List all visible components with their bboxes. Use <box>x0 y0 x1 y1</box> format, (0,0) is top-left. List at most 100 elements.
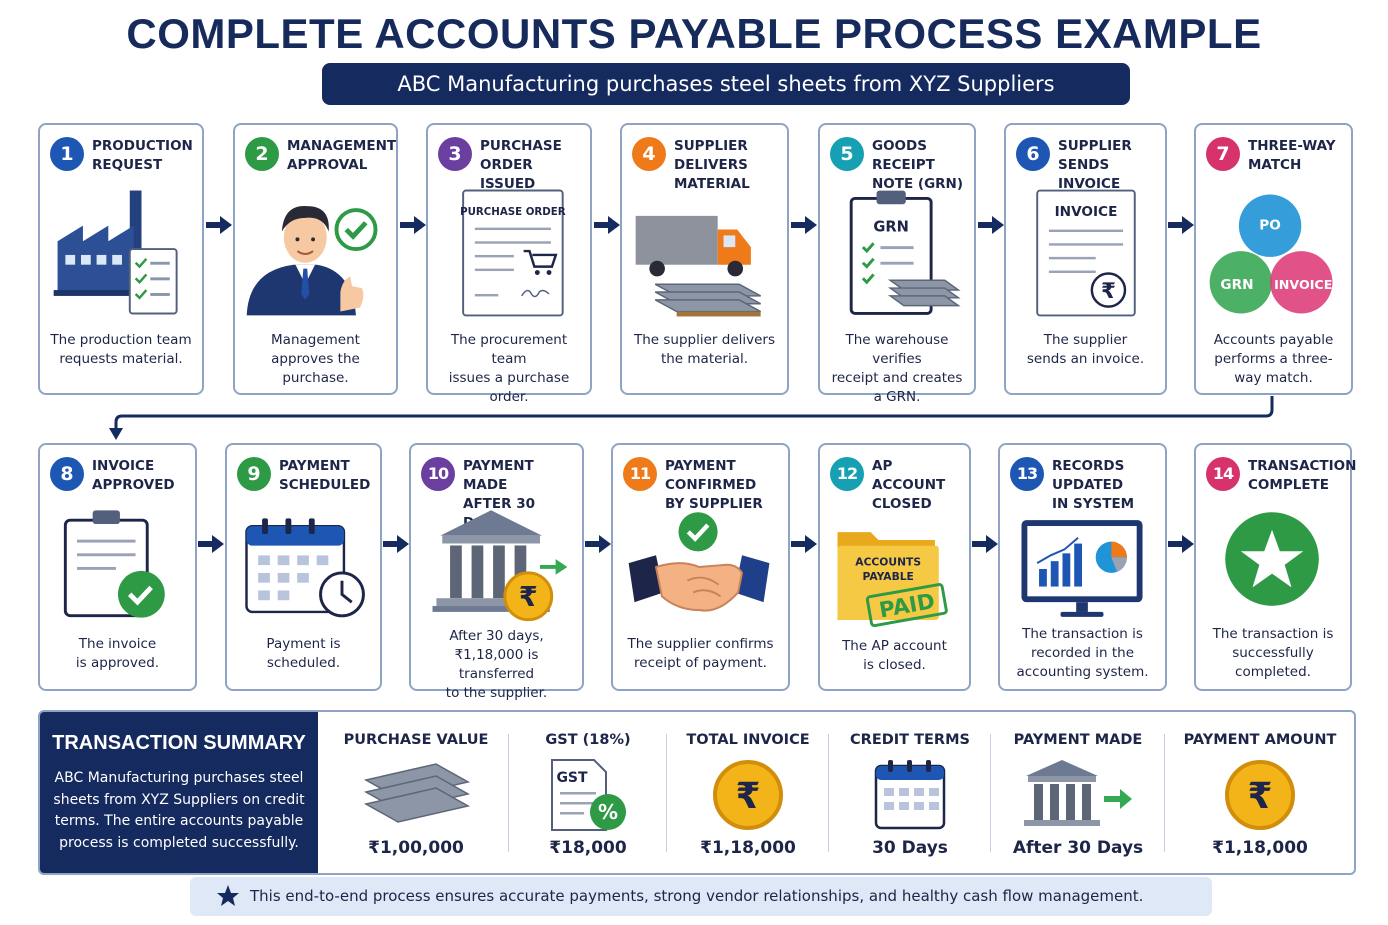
summary-payment-amount: PAYMENT AMOUNT ₹ ₹1,18,000 <box>1166 712 1354 873</box>
summary-value: 30 Days <box>872 838 948 858</box>
step-number: 4 <box>632 137 666 171</box>
summary-text: ABC Manufacturing purchases steel sheets… <box>53 770 305 851</box>
step-description: The procurement team issues a purchase o… <box>448 332 570 405</box>
subtitle-banner: ABC Manufacturing purchases steel sheets… <box>322 63 1130 105</box>
factory-icon <box>53 190 178 315</box>
monitor-chart-icon <box>1021 520 1143 617</box>
page-title: COMPLETE ACCOUNTS PAYABLE PROCESS EXAMPL… <box>126 10 1262 57</box>
step-1: 1 PRODUCTION REQUEST The production team… <box>38 123 204 395</box>
step-14: 14 TRANSACTION COMPLETE The transaction … <box>1194 443 1357 691</box>
steel-sheets-icon <box>363 763 471 823</box>
step-9: 9 PAYMENT SCHEDULED Payment is scheduled… <box>225 443 382 691</box>
step-description: The AP account is closed. <box>842 638 947 673</box>
step-title: PAYMENT SCHEDULED <box>279 458 371 493</box>
step-5: 5 GOODS RECEIPT NOTE (GRN) GRN The wareh… <box>818 123 976 405</box>
star-icon <box>217 885 239 906</box>
rupee-coin-icon: ₹ <box>713 760 783 830</box>
step-number: 9 <box>237 457 271 491</box>
purchase-order-icon: PURCHASE ORDER <box>460 189 566 317</box>
step-description: The warehouse verifies receipt and creat… <box>831 332 963 405</box>
summary-value: ₹1,18,000 <box>1212 838 1308 858</box>
svg-text:₹: ₹ <box>1101 279 1116 304</box>
summary-label: TOTAL INVOICE <box>686 732 810 748</box>
step-7: 7 THREE-WAY MATCH PO GRN INVOICE Account… <box>1194 123 1353 395</box>
step-number: 5 <box>830 137 864 171</box>
arrow-right-icon <box>383 535 409 553</box>
step-number: 13 <box>1010 457 1044 491</box>
svg-text:₹: ₹ <box>519 582 538 613</box>
folder-label-line1: ACCOUNTS <box>855 555 921 568</box>
venn-grn-label: GRN <box>1220 277 1253 293</box>
step-10: 10 PAYMENT MADE AFTER 30 DAYS ₹ After 30… <box>409 443 584 701</box>
summary-divider <box>666 734 667 852</box>
arrow-right-icon <box>1168 535 1194 553</box>
grn-label: GRN <box>873 219 908 236</box>
calendar-icon <box>874 760 946 830</box>
gst-doc-icon: GST % <box>551 759 626 831</box>
step-number: 7 <box>1206 137 1240 171</box>
summary-purchase-value: PURCHASE VALUE ₹1,00,000 <box>324 712 508 873</box>
step-8: 8 INVOICE APPROVED The invoice is approv… <box>38 443 197 691</box>
paid-folder-icon: ACCOUNTS PAYABLE PAID <box>837 532 948 628</box>
invoice-label: INVOICE <box>1055 204 1118 220</box>
step-title: SUPPLIER SENDS INVOICE <box>1058 138 1132 192</box>
arrow-right-icon <box>585 535 611 553</box>
star-badge-icon <box>1225 512 1319 606</box>
connector-arrow <box>109 396 1274 440</box>
arrow-right-icon <box>206 216 232 234</box>
arrow-right-icon <box>791 535 817 553</box>
arrow-right-icon <box>400 216 426 234</box>
step-title: PURCHASE ORDER ISSUED <box>480 138 562 192</box>
step-description: The supplier sends an invoice. <box>1026 332 1145 367</box>
step-11: 11 PAYMENT CONFIRMED BY SUPPLIER The sup… <box>611 443 790 691</box>
po-label: PURCHASE ORDER <box>460 206 566 218</box>
summary-label: GST (18%) <box>545 732 631 748</box>
step-description: The production team requests material. <box>50 332 192 367</box>
step-2: 2 MANAGEMENT APPROVAL Management approve… <box>233 123 398 395</box>
transaction-summary: TRANSACTION SUMMARY ABC Manufacturing pu… <box>38 710 1356 875</box>
step-title: THREE-WAY MATCH <box>1248 138 1336 173</box>
summary-label: PAYMENT MADE <box>1013 732 1143 748</box>
summary-credit-terms: CREDIT TERMS 30 Days <box>830 712 990 873</box>
step-number: 3 <box>438 137 472 171</box>
step-title: PAYMENT CONFIRMED BY SUPPLIER <box>665 458 763 512</box>
venn-icon: PO GRN INVOICE <box>1209 194 1333 314</box>
summary-divider <box>828 734 829 852</box>
arrow-right-icon <box>198 535 224 553</box>
step-description: Accounts payable performs a three- way m… <box>1213 332 1334 386</box>
step-description: The supplier delivers the material. <box>633 332 776 367</box>
step-6: 6 SUPPLIER SENDS INVOICE INVOICE ₹ The s… <box>1004 123 1167 395</box>
step-number: 2 <box>245 137 279 171</box>
step-title: TRANSACTION COMPLETE <box>1248 458 1357 493</box>
footer-text: This end-to-end process ensures accurate… <box>250 887 1144 905</box>
summary-divider <box>1164 734 1165 852</box>
step-title: INVOICE APPROVED <box>92 458 175 493</box>
svg-text:%: % <box>598 800 618 824</box>
summary-panel: TRANSACTION SUMMARY ABC Manufacturing pu… <box>40 712 318 873</box>
rupee-coin-icon: ₹ <box>1225 760 1295 830</box>
step-number: 6 <box>1016 137 1050 171</box>
svg-text:₹: ₹ <box>1247 776 1272 817</box>
step-number: 8 <box>50 457 84 491</box>
approved-clipboard-icon <box>63 510 165 618</box>
step-description: The transaction is recorded in the accou… <box>1016 626 1149 680</box>
step-description: The transaction is successfully complete… <box>1212 626 1334 680</box>
grn-clipboard-icon: GRN <box>849 190 961 315</box>
gst-label: GST <box>556 770 588 786</box>
step-title: RECORDS UPDATED IN SYSTEM <box>1052 458 1135 512</box>
step-3: 3 PURCHASE ORDER ISSUED PURCHASE ORDER T… <box>426 123 592 405</box>
summary-divider <box>990 734 991 852</box>
arrow-right-icon <box>972 535 998 553</box>
summary-value: ₹18,000 <box>549 838 627 858</box>
summary-payment-made: PAYMENT MADE After 30 Days <box>992 712 1164 873</box>
summary-value: ₹1,00,000 <box>368 838 464 858</box>
venn-po-label: PO <box>1259 218 1281 234</box>
bank-rupee-icon: ₹ <box>432 510 568 622</box>
step-description: The supplier confirms receipt of payment… <box>627 636 774 671</box>
step-number: 11 <box>623 457 657 491</box>
summary-gst: GST (18%) GST % ₹18,000 <box>510 712 666 873</box>
summary-value: After 30 Days <box>1012 838 1144 858</box>
manager-icon <box>246 206 378 316</box>
summary-total-invoice: TOTAL INVOICE ₹ ₹1,18,000 <box>668 712 828 873</box>
step-number: 12 <box>830 457 864 491</box>
